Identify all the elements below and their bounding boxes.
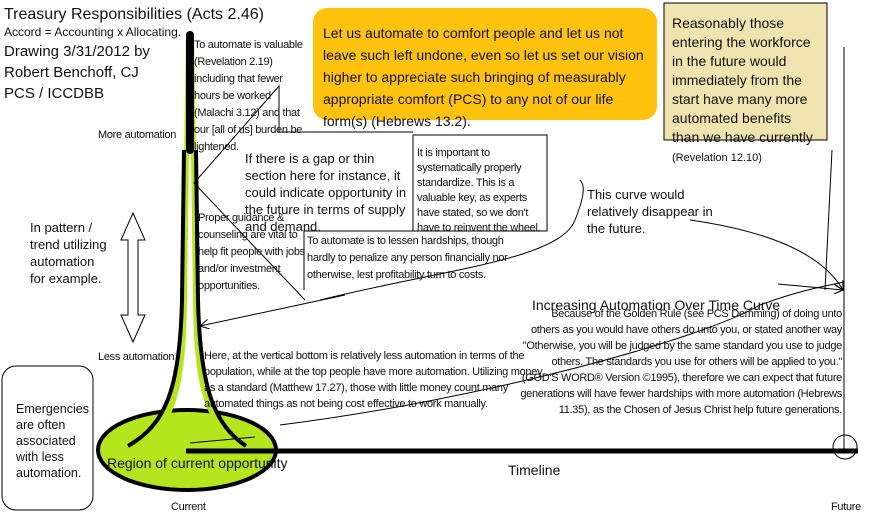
label-region: Region of current opportunity: [107, 455, 288, 471]
disappearing-curve: [319, 179, 584, 301]
label-less-automation: Less automation: [98, 351, 175, 363]
note-standardize: It is important to systematically proper…: [417, 147, 541, 234]
future-circle: [832, 434, 858, 460]
note-bottom: Here, at the vertical bottom is relative…: [204, 350, 543, 410]
note-emergencies: Emergencies are often associated with le…: [16, 402, 89, 480]
tan-callout-main: Reasonably those entering the workforce …: [672, 15, 813, 145]
label-pattern: In pattern / trend utilizing automation …: [30, 220, 107, 286]
tan-callout-text: Reasonably those entering the workforce …: [672, 14, 822, 168]
label-current: Current: [171, 501, 206, 513]
label-more-automation: More automation: [98, 129, 177, 141]
label-timeline: Timeline: [508, 462, 561, 478]
organization: PCS / ICCDBB: [4, 85, 105, 102]
diagram-title: Treasury Responsibilities (Acts 2.46): [4, 6, 264, 23]
drawing-date: Drawing 3/31/2012 by: [4, 43, 150, 60]
label-curve-title: Increasing Automation Over Time Curve: [532, 297, 781, 313]
label-curve-disappear: This curve would relatively disappear in…: [587, 187, 713, 236]
orange-callout-box: [313, 8, 657, 120]
population-trumpet: [126, 35, 247, 446]
tan-callout-box: [663, 2, 828, 141]
tan-callout-reference: (Revelation 12.10): [672, 152, 762, 164]
author: Robert Benchoff, CJ: [4, 64, 139, 81]
note-valuable: To automate is valuable (Revelation 2.19…: [194, 39, 303, 153]
note-lessen: To automate is to lessen hardships, thou…: [307, 235, 508, 281]
diagram-subtitle: Accord = Accounting x Allocating.: [4, 25, 182, 39]
orange-callout-text: Let us automate to comfort people and le…: [323, 25, 644, 129]
emergencies-box: [1, 365, 94, 511]
label-future: Future: [831, 501, 861, 513]
vertical-double-arrow: [120, 211, 146, 344]
increasing-automation-curve: [189, 281, 845, 444]
note-guidance: Proper guidance & counseling are vital t…: [198, 212, 305, 292]
note-gap: If there is a gap or thin section here f…: [245, 151, 407, 234]
note-golden-rule: Because of the Golden Rule (see PCS Demm…: [520, 308, 842, 416]
